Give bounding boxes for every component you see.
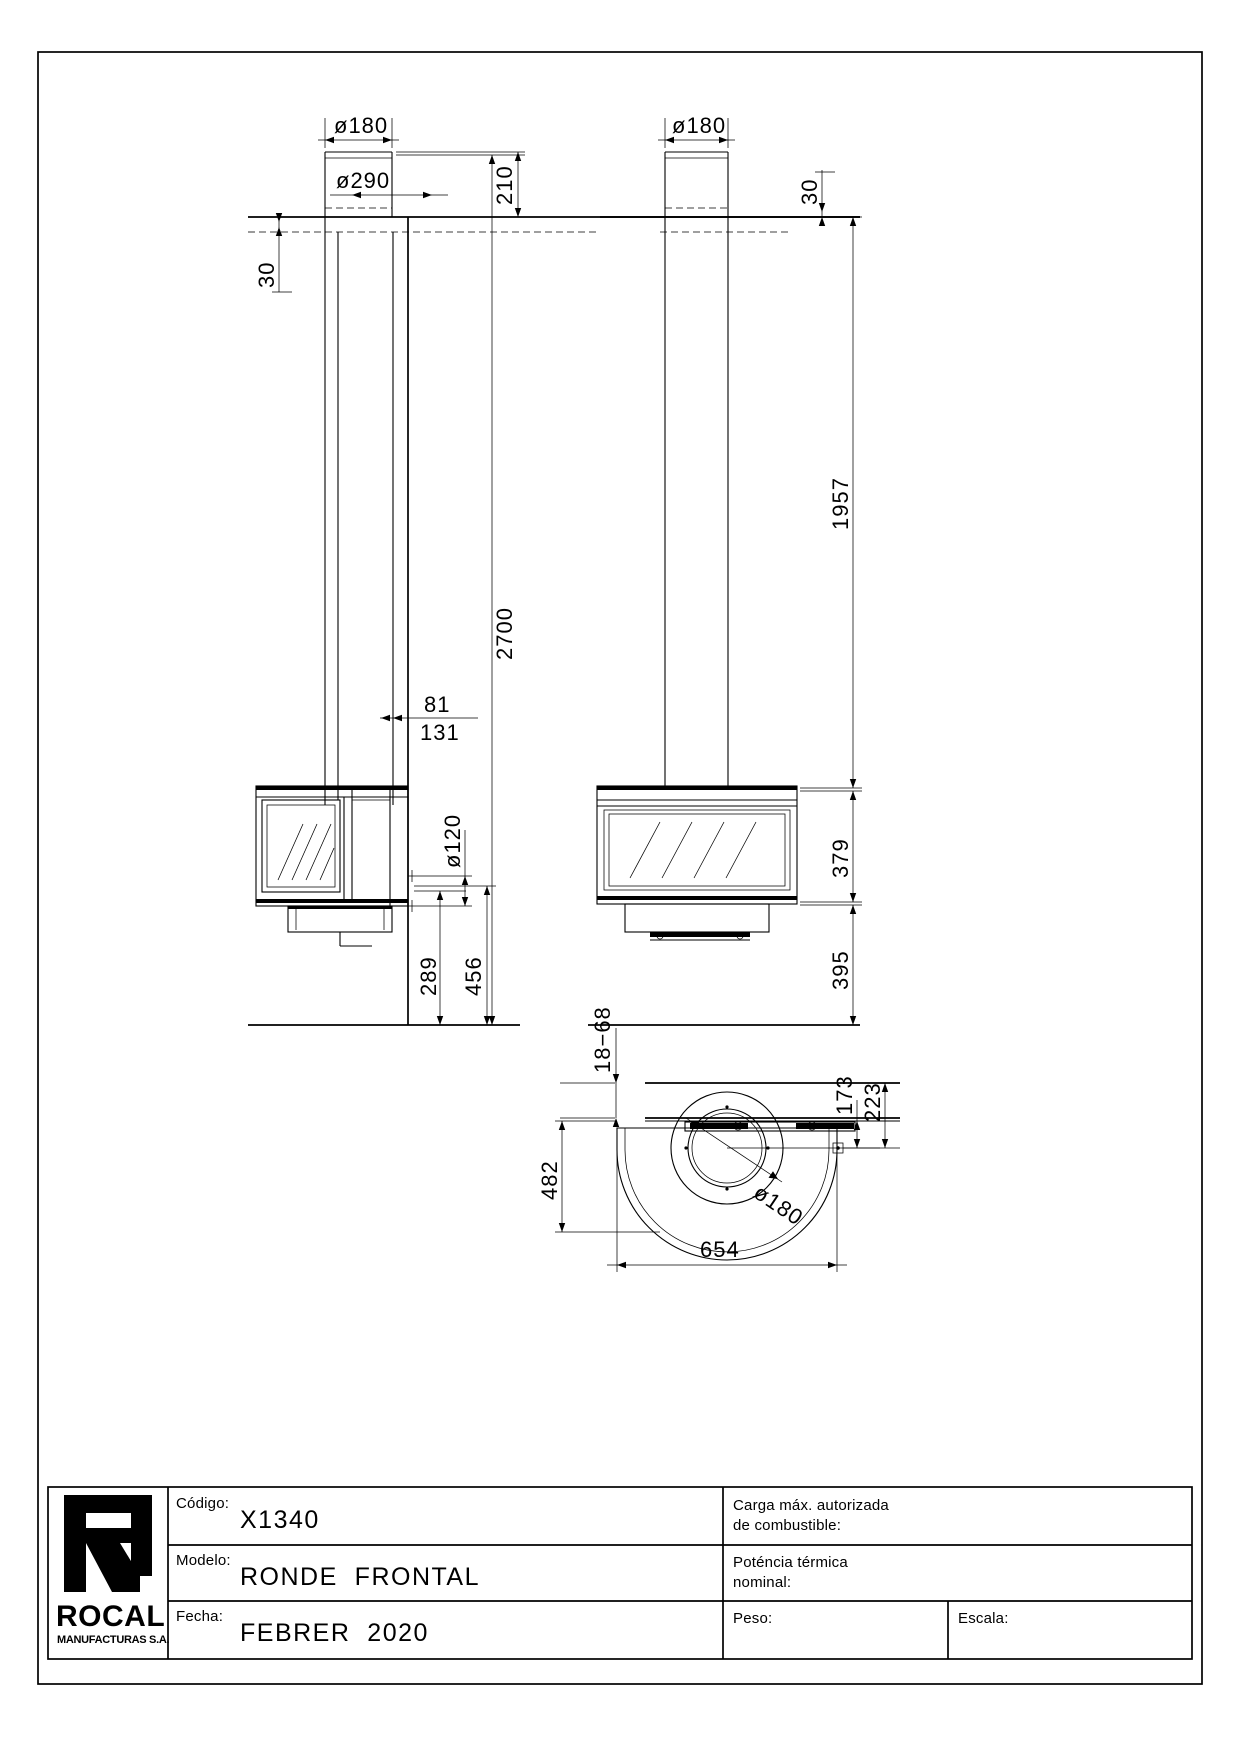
modelo-value[interactable]: RONDE FRONTAL [240,1563,480,1591]
dim-18-68: 18−68 [560,1006,620,1127]
plan-rear-plate [645,1117,900,1132]
dim-label-1957: 1957 [828,477,853,530]
dim-395: 395 [800,904,862,1025]
rocal-brand-text: ROCAL [56,1600,166,1633]
dim-label-379: 379 [828,838,853,878]
dim-30-front: 30 [797,170,835,226]
fecha-value[interactable]: FEBRER 2020 [240,1619,429,1647]
codigo-label: Código: [176,1495,230,1512]
dim-d180-left: ø180 [318,113,399,148]
dim-label-289: 289 [416,956,441,996]
dim-label-30-front: 30 [797,179,822,205]
rocal-brand-subtitle: MANUFACTURAS S.A. [57,1634,170,1646]
dim-456: 456 [414,885,496,1025]
dim-173: 173 [832,1075,880,1149]
dim-223: 223 [843,1082,900,1148]
dim-label-2700: 2700 [492,607,517,660]
plan-body-outline [616,1127,838,1261]
dim-label-456: 456 [461,956,486,996]
carga-label-line1: Carga máx. autorizada [733,1497,889,1514]
dim-1957: 1957 [800,216,862,789]
dim-label-173: 173 [832,1075,857,1115]
stove-body-side [255,785,409,947]
peso-label: Peso: [733,1610,773,1627]
dim-654: 654 [607,1130,847,1272]
dim-label-210: 210 [492,165,517,205]
dim-379: 379 [800,790,862,903]
plan-flue-circles [670,1091,900,1205]
rocal-logo-mark [64,1495,152,1592]
left-elevation-view: ø180 ø290 210 30 [248,113,860,1026]
escala-label: Escala: [958,1610,1009,1627]
title-block [47,1486,1193,1660]
dim-label-d120: ø120 [440,814,465,868]
front-elevation-view: ø180 30 1957 379 [588,113,862,1026]
dim-label-d180-front: ø180 [672,113,726,138]
flue-pipe-left [324,217,339,805]
dim-label-d180-left: ø180 [334,113,388,138]
stove-body-front [596,785,798,941]
sheet-border [37,51,1203,1685]
dim-label-d180-plan: ø180 [749,1179,808,1230]
dim-289: 289 [414,890,466,1025]
dim-d290-left: ø290 [324,168,448,205]
potencia-label-line1: Poténcia térmica [733,1554,848,1571]
dim-label-18-68: 18−68 [590,1006,615,1073]
dim-label-395: 395 [828,950,853,990]
flue-pipe-front [664,217,729,788]
dim-d120: ø120 [408,814,472,912]
dim-d180-front: ø180 [658,113,735,148]
potencia-label-line2: nominal: [733,1574,792,1591]
flue-stub-front [664,151,729,217]
dim-label-131: 131 [420,720,460,745]
modelo-label: Modelo: [176,1552,231,1569]
carga-label-line2: de combustible: [733,1517,842,1534]
dim-label-81: 81 [424,692,450,717]
dim-482: 482 [537,1120,660,1233]
codigo-value[interactable]: X1340 [240,1506,320,1534]
dim-label-d290-left: ø290 [336,168,390,193]
dim-label-654: 654 [700,1237,740,1262]
dim-label-482: 482 [537,1160,562,1200]
dim-label-223: 223 [860,1082,885,1122]
dim-81-131: 81 131 [380,692,478,745]
dim-30-left: 30 [254,213,292,293]
fecha-label: Fecha: [176,1608,224,1625]
wall-left-view [392,217,409,1025]
plan-view: ø180 18−68 482 [537,1006,900,1272]
dim-210: 210 [396,151,525,218]
dim-2700: 2700 [396,154,525,1026]
dim-label-30-left: 30 [254,262,279,288]
